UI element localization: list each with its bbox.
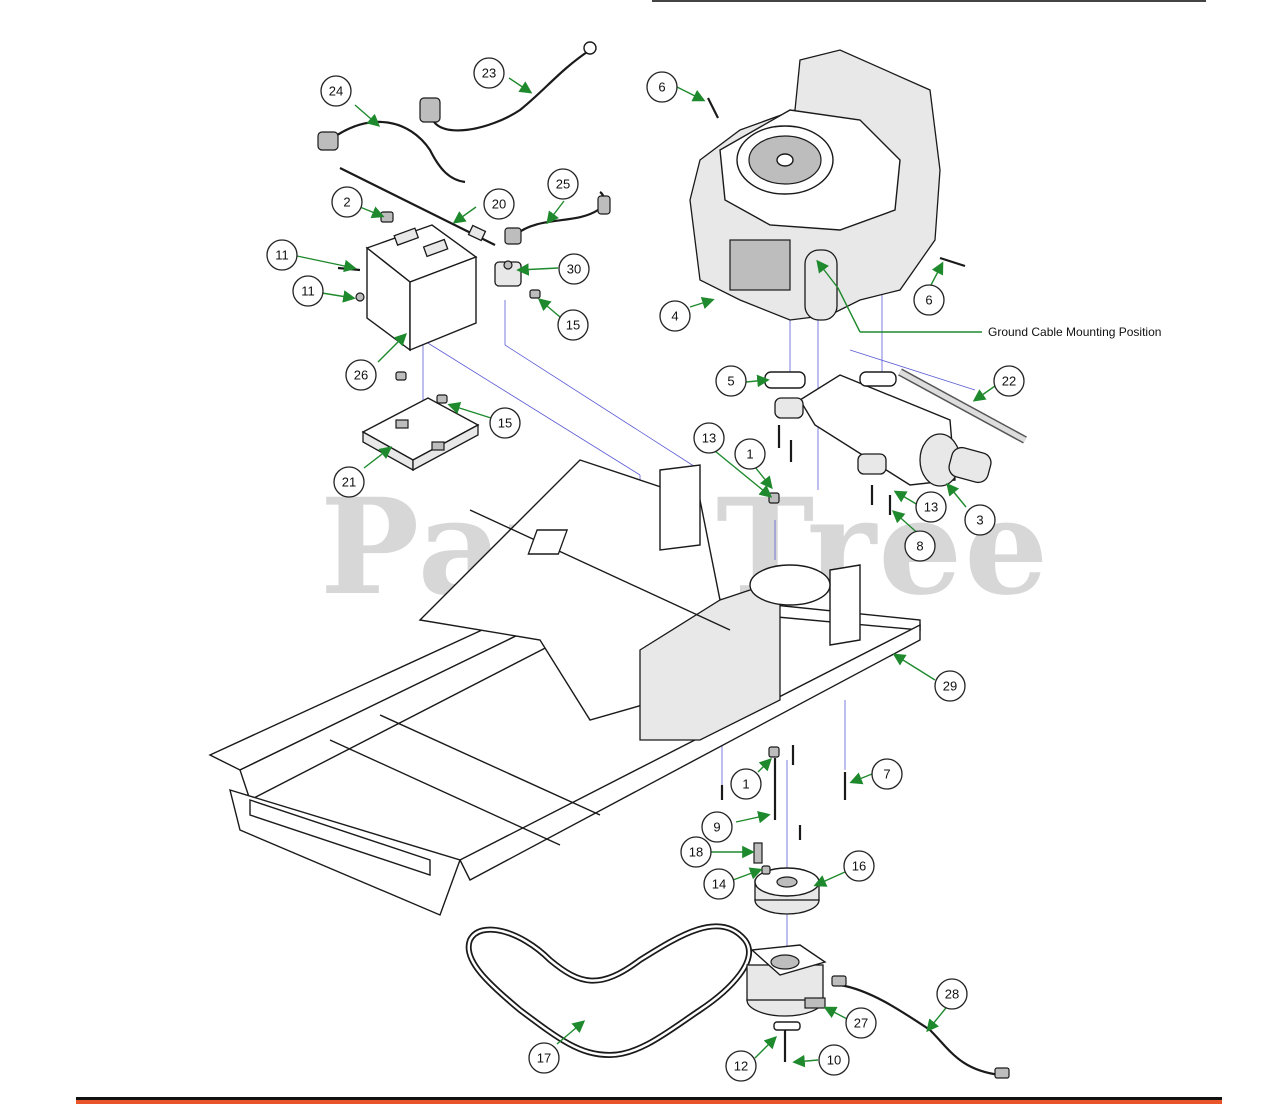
callout-13: 13	[693, 422, 725, 454]
callout-12: 12	[725, 1050, 757, 1082]
callout-6: 6	[646, 71, 678, 103]
top-rule	[652, 0, 1206, 2]
callout-label: 26	[354, 368, 368, 383]
callout-label: 10	[827, 1053, 841, 1068]
callout-20: 20	[483, 188, 515, 220]
pto-clutch	[746, 944, 827, 1017]
callout-22: 22	[993, 365, 1025, 397]
callout-6: 6	[913, 284, 945, 316]
callout-label: 20	[492, 197, 506, 212]
callout-15: 15	[489, 407, 521, 439]
callout-9: 9	[701, 811, 733, 843]
callout-label: 15	[498, 416, 512, 431]
frame	[208, 459, 921, 916]
cables	[317, 41, 611, 246]
callout-label: 2	[343, 195, 350, 210]
callout-16: 16	[843, 850, 875, 882]
callout-label: 18	[689, 845, 703, 860]
callout-label: 14	[712, 877, 726, 892]
callout-29: 29	[934, 670, 966, 702]
callout-3: 3	[964, 504, 996, 536]
callout-21: 21	[333, 466, 365, 498]
callout-label: 12	[734, 1059, 748, 1074]
callout-4: 4	[659, 300, 691, 332]
callout-label: 9	[713, 820, 720, 835]
callout-label: 21	[342, 475, 356, 490]
callout-18: 18	[680, 836, 712, 868]
callout-label: 11	[301, 284, 315, 299]
muffler	[774, 374, 992, 487]
callout-label: 27	[854, 1016, 868, 1031]
engine	[689, 49, 941, 321]
callout-2: 2	[331, 186, 363, 218]
callout-label: 25	[556, 177, 570, 192]
callout-15: 15	[557, 309, 589, 341]
callout-1: 1	[730, 768, 762, 800]
callout-11: 11	[292, 275, 324, 307]
callout-label: 6	[925, 293, 932, 308]
solenoid	[494, 260, 522, 287]
callout-23: 23	[473, 57, 505, 89]
callout-1: 1	[734, 438, 766, 470]
callout-7: 7	[871, 758, 903, 790]
callout-label: 4	[671, 309, 678, 324]
callout-10: 10	[818, 1044, 850, 1076]
callout-label: 15	[566, 318, 580, 333]
callout-label: 6	[658, 80, 665, 95]
callout-label: 23	[482, 66, 496, 81]
callout-24: 24	[320, 75, 352, 107]
callout-label: 1	[742, 777, 749, 792]
battery	[365, 224, 478, 352]
footer-bar	[76, 1097, 1222, 1104]
callout-30: 30	[558, 253, 590, 285]
callout-bubbles: 1123456678910111112131314151516171820212…	[266, 57, 1025, 1082]
callout-14: 14	[703, 868, 735, 900]
callout-label: 5	[727, 374, 734, 389]
callout-26: 26	[345, 359, 377, 391]
callout-27: 27	[845, 1007, 877, 1039]
drive-belt	[465, 923, 752, 1059]
callout-label: 30	[567, 262, 581, 277]
ground-cable-note: Ground Cable Mounting Position	[988, 325, 1161, 339]
callout-label: 28	[945, 987, 959, 1002]
callout-11: 11	[266, 239, 298, 271]
callout-28: 28	[936, 978, 968, 1010]
callout-label: 13	[702, 431, 716, 446]
pulley	[754, 867, 820, 915]
callout-label: 1	[746, 447, 753, 462]
gasket-and-tailpipe	[764, 368, 1027, 444]
callout-label: 16	[852, 859, 866, 874]
callout-label: 17	[537, 1051, 551, 1066]
callout-label: 3	[976, 513, 983, 528]
leader-lines	[296, 77, 996, 1068]
callout-5: 5	[715, 365, 747, 397]
callout-label: 24	[329, 84, 343, 99]
callout-label: 13	[924, 500, 938, 515]
callout-25: 25	[547, 168, 579, 200]
callout-8: 8	[904, 530, 936, 562]
callout-13: 13	[915, 491, 947, 523]
callout-17: 17	[528, 1042, 560, 1074]
callout-label: 11	[275, 248, 289, 263]
callout-label: 8	[916, 539, 923, 554]
callout-label: 7	[883, 767, 890, 782]
callout-label: 22	[1002, 374, 1016, 389]
callout-label: 29	[943, 679, 957, 694]
